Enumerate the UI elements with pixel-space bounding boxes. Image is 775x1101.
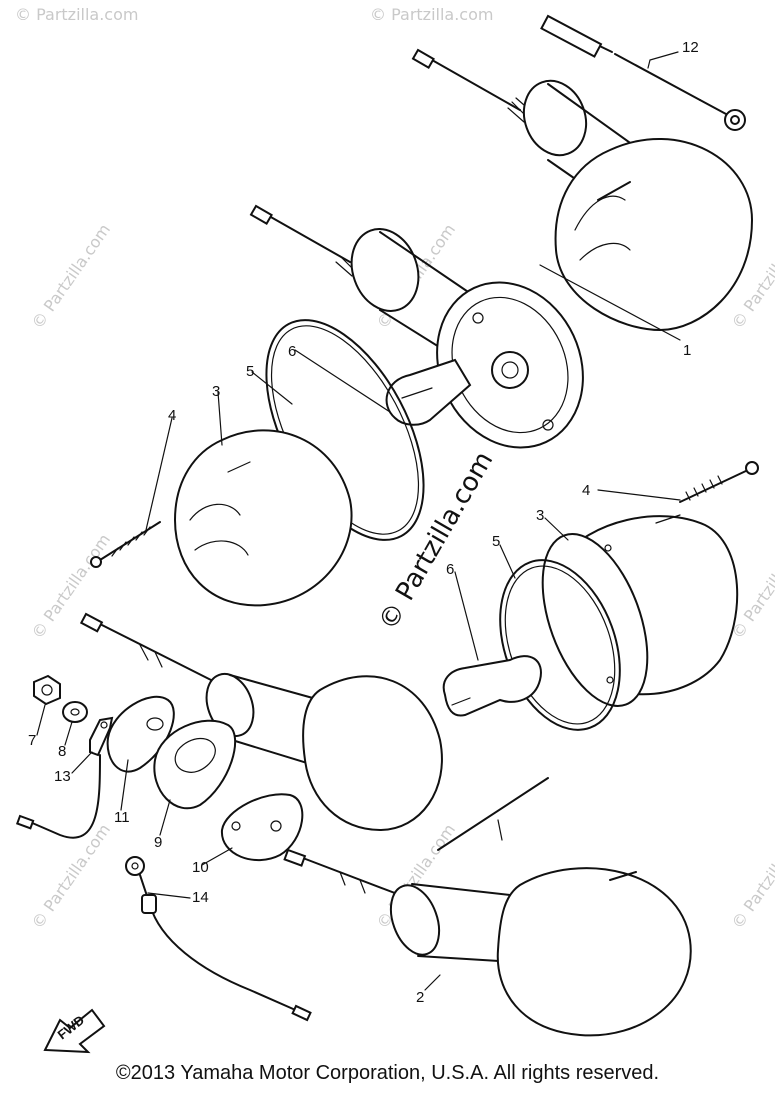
callout-2: 2 (416, 989, 424, 1006)
plate-11 (106, 695, 175, 773)
callout-6-upper: 6 (288, 343, 296, 360)
stud-bottom (294, 854, 401, 896)
callout-13: 13 (54, 768, 71, 785)
right-lens-group (442, 461, 759, 731)
watermark-center: © Partzilla.com (373, 447, 499, 636)
middle-flasher-housing (249, 204, 584, 449)
callout-8: 8 (58, 743, 66, 760)
connector-12-body (540, 14, 603, 58)
plate-10 (220, 793, 304, 862)
watermark: © Partzilla.com (15, 5, 138, 24)
callout-10: 10 (192, 859, 209, 876)
callout-5-upper: 5 (246, 363, 254, 380)
watermark: © Partzilla.com (28, 220, 114, 332)
callout-4-upper: 4 (168, 407, 176, 424)
callout-12: 12 (682, 39, 699, 56)
top-right-flasher-assembly (411, 14, 754, 341)
bulb-6-upper (385, 358, 472, 426)
wire-12 (614, 53, 701, 101)
ring-terminal-14 (125, 856, 145, 876)
fwd-direction-arrow: FWD (43, 1008, 106, 1054)
grommet-9 (153, 719, 237, 810)
callout-leaders (36, 51, 681, 991)
wire-13 (29, 754, 101, 839)
fwd-arrow-icon (43, 1008, 106, 1054)
mount-flange-bottom (389, 884, 441, 956)
watermark: © Partzilla.com (370, 5, 493, 24)
callout-4-lower: 4 (582, 482, 590, 499)
copyright-notice: ©2013 Yamaha Motor Corporation, U.S.A. A… (115, 1062, 660, 1084)
bulb-6-lower (442, 655, 542, 717)
stud-top (424, 55, 521, 111)
screw-4-lower (679, 469, 749, 503)
stud-lower-middle (91, 619, 216, 683)
ring-terminal-12 (724, 109, 746, 131)
callout-9: 9 (154, 834, 162, 851)
housing-dome-lower-middle (302, 675, 443, 832)
bottom-flasher-assembly (125, 777, 692, 1037)
lens-3-upper (173, 429, 353, 607)
mount-flange-middle (350, 228, 420, 312)
callout-5-lower: 5 (492, 533, 500, 550)
callout-14: 14 (192, 889, 209, 906)
stud-middle (261, 211, 351, 263)
lower-housing-group (15, 612, 443, 862)
watermark: © Partzilla.com (728, 820, 775, 932)
left-lens-group (90, 319, 425, 607)
callout-11: 11 (114, 809, 130, 826)
callout-1: 1 (683, 342, 691, 359)
callout-7: 7 (28, 732, 36, 749)
callout-3-upper: 3 (212, 383, 220, 400)
mount-flange-top (522, 79, 588, 157)
callout-3-lower: 3 (536, 507, 544, 524)
callout-6-lower: 6 (446, 561, 454, 578)
exploded-parts-diagram: © Partzilla.com © Partzilla.com © Partzi… (15, 5, 775, 1054)
screw-4-upper (99, 521, 161, 561)
nut-7 (33, 674, 61, 706)
washer-8 (62, 701, 88, 723)
lens-2 (496, 867, 692, 1037)
wire-14 (139, 874, 301, 1013)
callout-labels: 12 1 6 5 3 4 4 3 5 6 7 8 13 11 9 10 14 2 (28, 39, 699, 1006)
lens-1 (554, 138, 754, 332)
